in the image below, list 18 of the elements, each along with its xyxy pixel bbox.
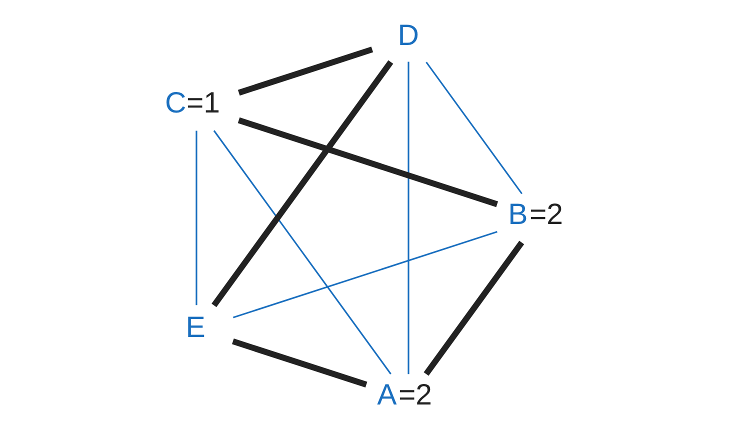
node-text: B [508,198,528,232]
node-text: D [398,19,420,52]
node-label: =1 [186,86,220,120]
node-label: =2 [529,198,564,232]
connector [426,62,522,194]
connector [196,130,198,306]
node-text: A [377,378,397,412]
connector [232,230,498,318]
node-text: C [165,86,186,120]
connector [238,117,498,208]
connector [408,62,410,374]
node-label: =2 [398,378,432,412]
connector [232,338,368,388]
connector [212,60,394,308]
node-text: E [186,310,206,344]
connector [238,46,374,96]
connector [424,240,524,376]
connector [213,130,392,374]
